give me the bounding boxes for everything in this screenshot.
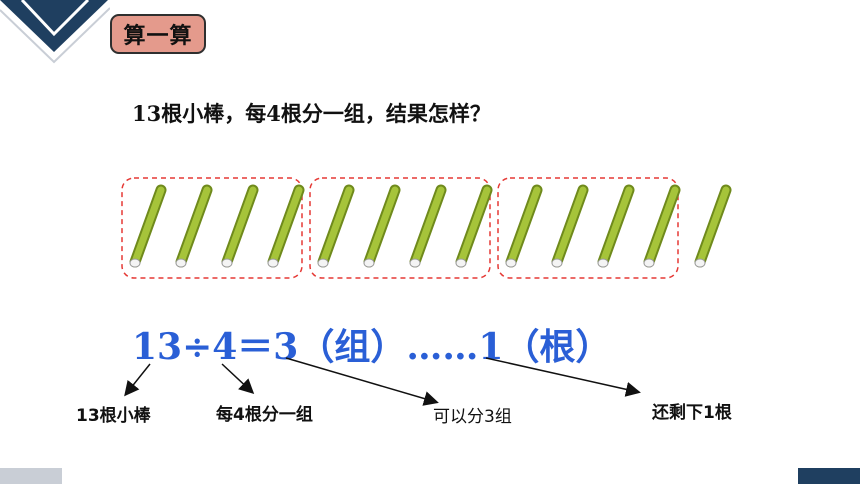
footer-bar-right (798, 468, 860, 484)
label-dividend: 13根小棒 (76, 406, 151, 426)
footer-bar-left (0, 468, 62, 484)
arrow-dividend (124, 363, 151, 397)
corner-decoration (0, 0, 110, 64)
stick (221, 184, 259, 268)
stick (409, 184, 447, 268)
stick (643, 184, 681, 268)
section-badge: 算一算 (110, 14, 206, 54)
stick (694, 184, 732, 268)
division-equation: 13÷4＝3（组）……1（根） (132, 326, 612, 368)
arrow-quotient (285, 357, 439, 406)
stick (363, 184, 401, 268)
question-text: 13根小棒，每4根分一组，结果怎样？ (132, 101, 491, 126)
arrow-divisor (221, 363, 255, 395)
stick (129, 184, 167, 268)
label-divisor: 每4根分一组 (216, 405, 313, 425)
stick (267, 184, 305, 268)
label-remainder: 还剩下1根 (652, 403, 732, 423)
stick (455, 184, 493, 268)
sticks-illustration (121, 177, 732, 279)
stick (551, 184, 589, 268)
label-quotient: 可以分3组 (433, 407, 512, 427)
arrow-remainder (485, 357, 641, 397)
stick (505, 184, 543, 268)
stick (175, 184, 213, 268)
stick (597, 184, 635, 268)
stick (317, 184, 355, 268)
